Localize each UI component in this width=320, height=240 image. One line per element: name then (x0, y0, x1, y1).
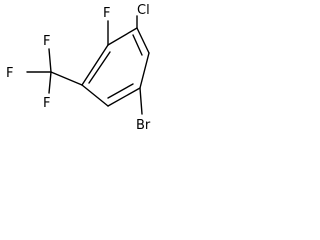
molecule-drawing: F Cl Br F F F (6, 3, 151, 133)
ring-bond-c2-c3 (136, 27, 150, 54)
ring-bond-c4-c5-inner (107, 83, 134, 99)
bond-c4-br (139, 87, 143, 115)
bond-cf3-f-bottom (48, 71, 52, 94)
ring-bond-c2-c3-inner (132, 34, 143, 56)
bond-cf3-f-top (48, 48, 52, 73)
atom-label-bromine: Br (136, 118, 151, 133)
ring-bond-c4-c5 (107, 87, 141, 107)
ring-bond-c5-c6 (81, 84, 109, 107)
ring-bond-c3-c4 (139, 52, 150, 89)
molecule-structure: F Cl Br F F F (0, 0, 179, 155)
atom-label-chlorine: Cl (137, 3, 150, 18)
ring-bond-c1-c2 (107, 27, 138, 46)
bond-c6-cf3 (50, 71, 83, 86)
atom-label-fluorine: F (103, 6, 110, 21)
ring-bond-c6-c1-inner (88, 51, 111, 84)
atom-label-cf3-fluorine-bottom: F (43, 96, 50, 111)
ring-bond-c6-c1 (81, 44, 109, 86)
atom-label-cf3-fluorine-left: F (6, 66, 13, 81)
atom-label-cf3-fluorine-top: F (43, 34, 50, 49)
